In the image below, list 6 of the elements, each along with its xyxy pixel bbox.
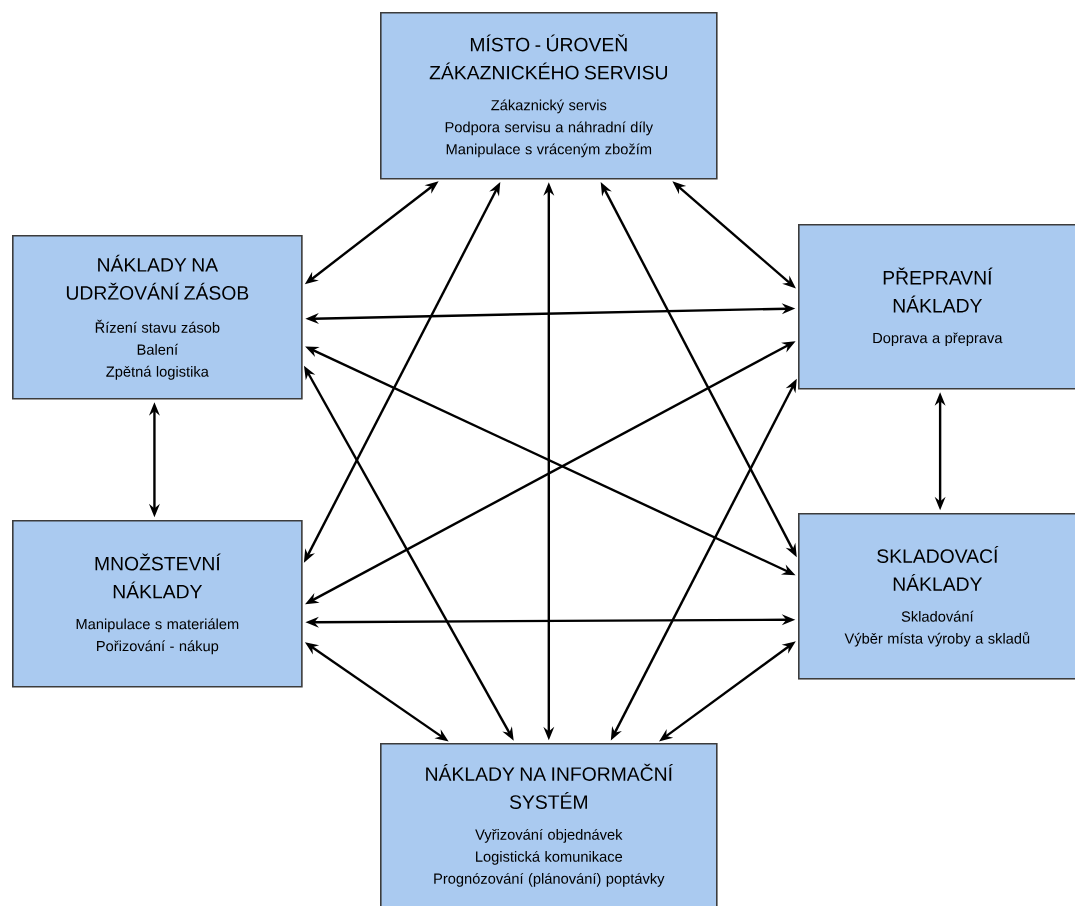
cost-box: SKLADOVACÍ NÁKLADY Skladování Výběr místa výroby a skladů <box>798 513 1075 680</box>
cost-box: PŘEPRAVNÍ NÁKLADY Doprava a přeprava <box>798 224 1075 390</box>
cost-box: MÍSTO - ÚROVEŇ ZÁKAZNICKÉHO SERVISU Zákaznický servis Podpora servisu a náhradní díly Manipulace s vráceným zbožím <box>380 12 718 180</box>
cost-box: MNOŽSTEVNÍ NÁKLADY Manipulace s materiálem Pořizování - nákup <box>12 520 303 688</box>
cost-box: NÁKLADY NA INFORMAČNÍ SYSTÉM Vyřizování objednávek Logistická komunikace Prognózování (plánování) poptávky <box>380 743 718 906</box>
cost-box: NÁKLADY NA UDRŽOVÁNÍ ZÁSOB Řízení stavu zásob Balení Zpětná logistika <box>12 235 303 400</box>
